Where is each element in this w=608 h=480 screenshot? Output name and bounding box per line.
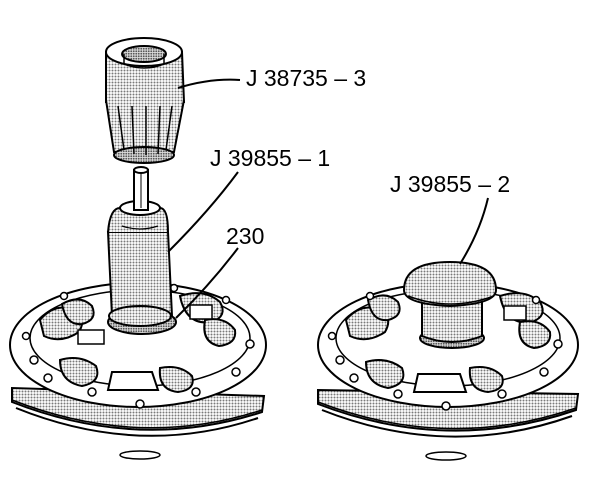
shaft-pin — [133, 166, 149, 211]
label-j39855-2: J 39855 – 2 — [390, 171, 510, 197]
label-j38735-3: J 38735 – 3 — [246, 65, 366, 91]
leader-230 — [175, 247, 239, 319]
left-pump-body — [9, 282, 267, 460]
tool-j39855-1 — [106, 200, 177, 335]
leader-j38735-3 — [177, 78, 241, 89]
leader-j39855-2 — [459, 197, 489, 265]
tool-j39855-2 — [402, 260, 498, 349]
leader-j39855-1 — [167, 171, 239, 253]
leader-lines — [167, 78, 489, 319]
label-j39855-1: J 39855 – 1 — [210, 145, 330, 171]
label-part-230: 230 — [226, 223, 264, 249]
tool-j38735-3 — [105, 37, 186, 164]
